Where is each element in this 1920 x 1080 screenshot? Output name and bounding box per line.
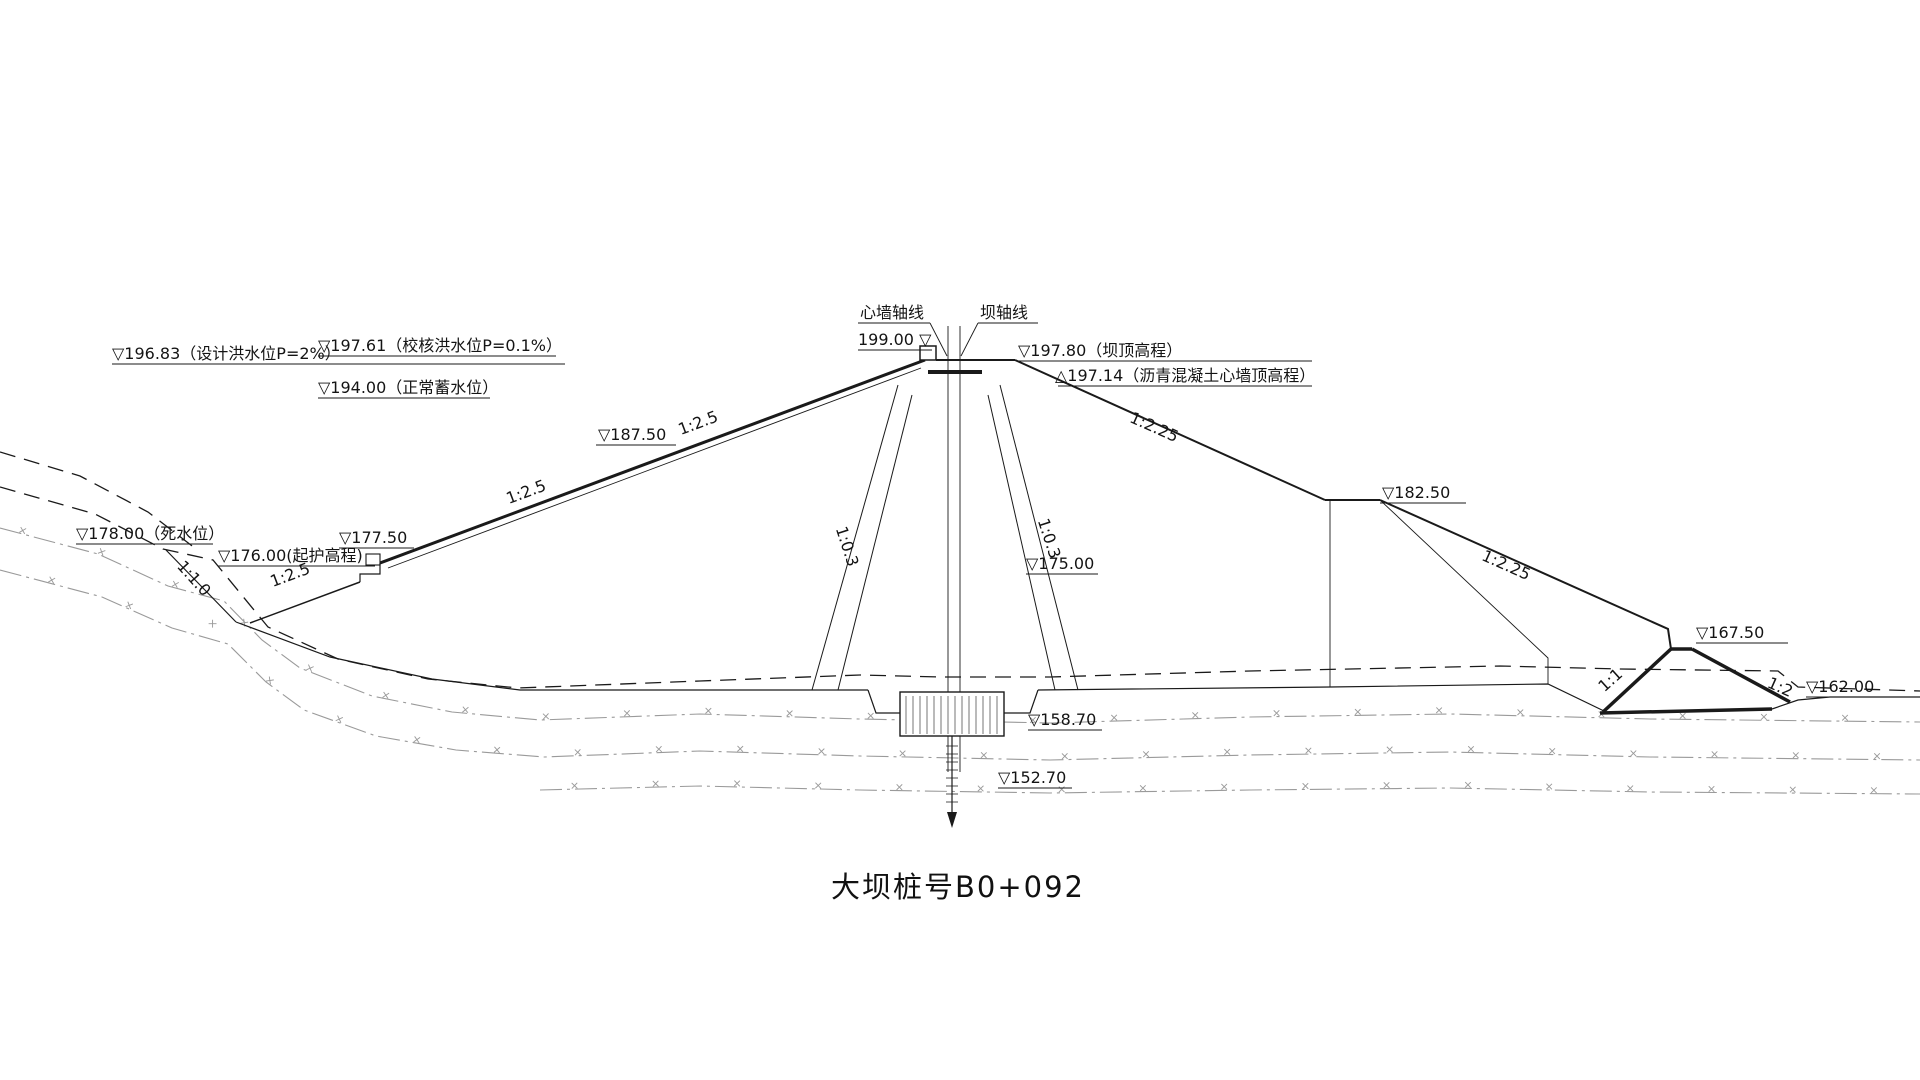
core-zone-right-inner-line [987,394,1056,691]
dead-water-level-label: ▽178.00（死水位） [76,524,224,543]
elevation-152-label: ▽152.70 [998,768,1066,787]
original-ground-line [0,486,1920,692]
drainage-prism [1599,647,1791,715]
crest-elevation-label: ▽197.80（坝顶高程） [1018,341,1182,360]
prism-base-line [1599,707,1773,715]
elevation-158-label: ▽158.70 [1028,710,1096,729]
label-leader-lines [76,322,1900,789]
elevation-175-label: ▽175.00 [1026,554,1094,573]
core-wall-axis-label: 心墙轴线 [860,303,924,322]
core-base-plinth [899,691,1005,737]
elevation-162-label: ▽162.00 [1806,677,1874,696]
upstream-face-inner-line [387,367,922,569]
prism-right-slope-label: 1:2 [1765,673,1796,701]
upstream-berm-step [359,563,381,582]
core-axis-leader [929,322,948,357]
original-ground-lines [0,451,1920,692]
core-top-elevation-label: △197.14（沥青混凝土心墙顶高程） [1055,366,1315,385]
plinth-hatch-lines [905,696,998,734]
downstream-lower-slope-label: 1:2.25 [1479,546,1534,584]
dam-axis-leader [960,322,979,357]
upstream-toe-excavation-line [165,549,237,623]
design-flood-level-label: ▽196.83（设计洪水位P=2%） [112,344,341,363]
grout-curtain-arrow [947,812,957,828]
ground-line-right-of-prism [1771,696,1920,710]
downstream-zone-slant-line [1379,499,1549,684]
elevation-187-label: ▽187.50 [598,425,666,444]
dam-axis-label: 坝轴线 [980,303,1028,322]
downstream-face-upper-line [1014,359,1326,501]
drawing-title: 大坝桩号B0+092 [831,870,1085,904]
geology-layer-line [0,569,1920,761]
upstream-lower-slope-line [249,581,361,624]
foundation-line-right [1037,683,1605,712]
crest-parapet-block [919,345,937,361]
grout-curtain-ticks [946,745,958,803]
upstream-face-line [379,358,926,565]
elevation-177-label: ▽177.50 [339,528,407,547]
foundation-line-left [235,621,868,691]
normal-storage-level-label: ▽194.00（正常蓄水位） [318,378,498,397]
upstream-upper-slope-label: 1:2.5 [676,407,721,439]
core-wall [811,326,1079,828]
core-zone-left-outer-line [811,384,899,691]
core-zone-left-inner-line [837,394,913,691]
original-ground-line-upper [0,451,197,550]
downstream-upper-slope-label: 1:2.25 [1127,408,1182,446]
upstream-berm-block [365,553,381,566]
core-zone-right-outer-line [999,384,1079,691]
dam-body [249,345,1791,715]
protection-start-label: ▽176.00(起护高程) [218,546,363,565]
elevation-182-label: ▽182.50 [1382,483,1450,502]
elevation-167-label: ▽167.50 [1696,623,1764,642]
downstream-face-lower-line [1379,499,1672,650]
parapet-elevation-label: 199.00 ▽ [858,330,932,349]
prism-left-slope-line [1601,647,1673,714]
core-left-slope-label: 1:0.3 [832,524,863,569]
geology-layer-line [0,527,1920,724]
check-flood-level-label: ▽197.61（校核洪水位P=0.1%） [318,336,562,355]
foundation-lines [165,549,1920,714]
prism-right-slope-line [1691,647,1791,704]
geology-layer-line [539,785,1920,795]
